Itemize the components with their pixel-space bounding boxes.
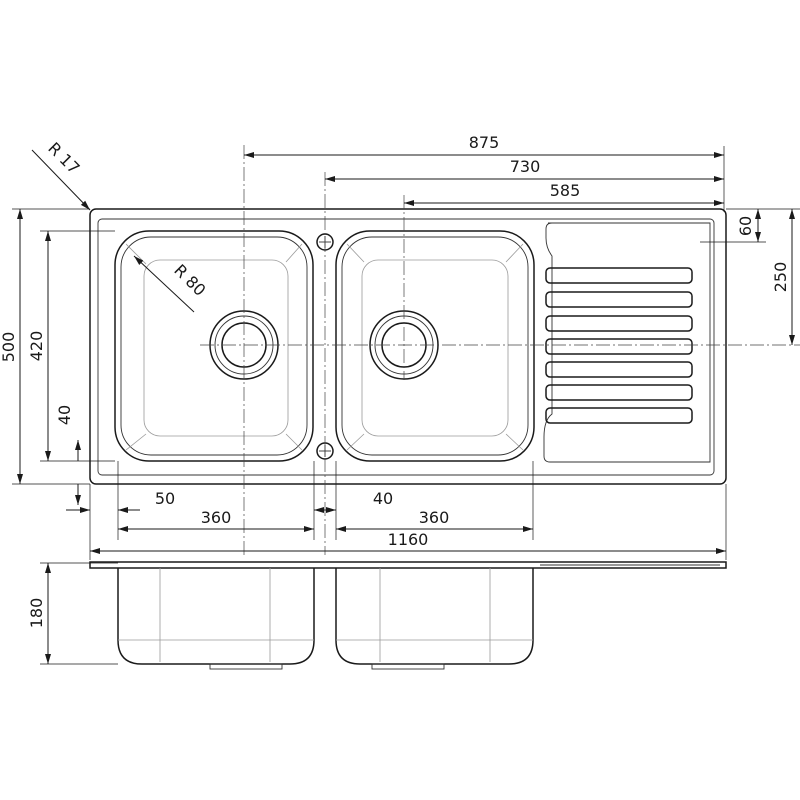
drainboard — [543, 222, 711, 463]
left-bowl-floor — [143, 259, 289, 437]
left-bowl-section — [117, 568, 315, 665]
right-bowl-outer — [335, 230, 535, 462]
dim-40-bottom-label: 40 — [373, 489, 393, 508]
left-bowl-outer — [114, 230, 314, 462]
dim-250-label: 250 — [771, 262, 790, 293]
dim-360-left-label: 360 — [201, 508, 232, 527]
sink-inner-outline — [97, 218, 715, 476]
dim-1160-label: 1160 — [388, 530, 429, 549]
dim-60-label: 60 — [736, 216, 755, 236]
top-view — [89, 208, 727, 485]
dim-730-label: 730 — [510, 157, 541, 176]
radius-17-label: R 17 — [44, 138, 83, 177]
side-view — [40, 561, 727, 670]
right-bowl-floor — [361, 259, 509, 437]
radius-80-label: R 80 — [170, 260, 209, 299]
dim-180-label: 180 — [27, 598, 46, 629]
dim-500-label: 500 — [0, 332, 18, 363]
dim-50-label: 50 — [155, 489, 175, 508]
right-bowl-inner — [341, 236, 529, 456]
dim-875-label: 875 — [469, 133, 500, 152]
sink-outer-outline — [89, 208, 727, 485]
right-bowl — [335, 230, 535, 462]
dim-420-label: 420 — [27, 331, 46, 362]
dimension-lines — [12, 146, 800, 560]
right-bowl-section — [335, 568, 534, 665]
dimension-labels: 875 730 585 60 250 500 420 40 50 40 360 … — [0, 133, 790, 628]
dim-360-right-label: 360 — [419, 508, 450, 527]
center-lines — [200, 145, 800, 555]
dim-40-left-label: 40 — [55, 405, 74, 425]
left-bowl-inner — [120, 236, 308, 456]
dim-585-label: 585 — [550, 181, 581, 200]
